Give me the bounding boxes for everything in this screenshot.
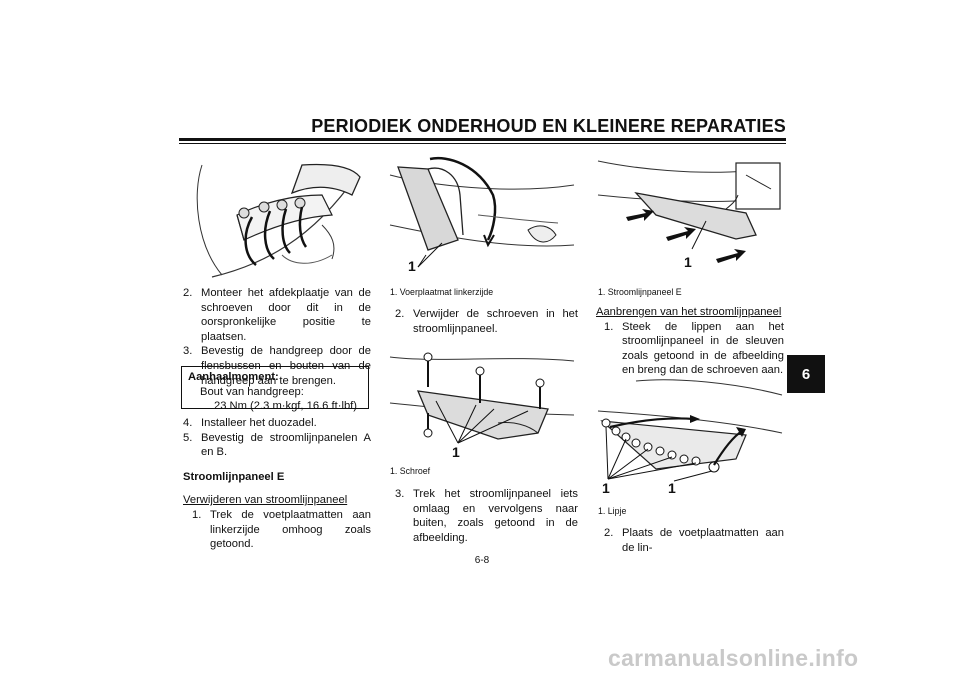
- col3-caption-1: 1. Stroomlijnpaneel E: [598, 287, 682, 297]
- step-number: 3.: [395, 488, 405, 500]
- cowling-e-drawing: 1: [597, 160, 781, 270]
- step-number: 1.: [604, 320, 614, 333]
- title-rule-thin: [179, 143, 786, 144]
- column-1-upper: 2. Monteer het afdekplaatje van de schro…: [183, 286, 371, 388]
- spec-title: Aanhaalmoment:: [188, 371, 279, 383]
- step-text: Installeer het duozadel.: [201, 417, 317, 429]
- handgrip-drawing: [196, 163, 361, 278]
- step-number: 2.: [183, 287, 193, 299]
- col2-step-3: 3. Trek het stroomlijnpaneel iets omlaag…: [395, 487, 578, 545]
- spec-line-1: Bout van handgreep:: [200, 385, 304, 398]
- col1-step-1: 1. Trek de voetplaatmatten aan linkerzij…: [192, 508, 371, 552]
- step-text: Trek de voetplaatmatten aan linkerzijde …: [210, 508, 371, 551]
- column-2-step-3: 3. Trek het stroomlijnpaneel iets omlaag…: [395, 487, 578, 545]
- spec-line-2: 23 Nm (2.3 m·kgf, 16.6 ft·lbf): [214, 400, 357, 413]
- step-text: Trek het stroomlijnpaneel iets omlaag en…: [413, 488, 578, 544]
- floor-mat-illustration: 1: [388, 155, 576, 283]
- step-text: Bevestig de stroomlijnpanelen A en B.: [201, 431, 371, 459]
- col1-step-5: 5. Bevestig de stroomlijnpanelen A en B.: [183, 431, 371, 460]
- subheading-install: Aanbrengen van het stroomlijnpaneel: [596, 306, 782, 318]
- callout-label: 1: [602, 480, 610, 496]
- column-3-install: Aanbrengen van het stroomlijnpaneel 1. S…: [596, 305, 784, 378]
- step-text: Plaats de voetplaatmatten aan de lin-: [622, 527, 784, 554]
- column-3-step-2: 2. Plaats de voetplaatmatten aan de lin-: [604, 526, 784, 555]
- torque-spec-box: Aanhaalmoment: Bout van handgreep: 23 Nm…: [181, 366, 369, 412]
- col1-step-3: 3. Bevestig de handgreep door de flensbu…: [183, 344, 371, 388]
- column-1-lower: 4. Installeer het duozadel. 5. Bevestig …: [183, 416, 371, 552]
- col2-step-2: 2. Verwijder de schroeven in het strooml…: [395, 307, 578, 336]
- watermark: carmanualsonline.info: [608, 645, 859, 671]
- step-text: Bevestig de handgreep door de flensbusse…: [201, 345, 371, 387]
- column-2-step-2: 2. Verwijder de schroeven in het strooml…: [395, 307, 578, 336]
- page-number: 6-8: [474, 555, 490, 566]
- callout-label: 1: [684, 254, 692, 270]
- step-number: 2.: [395, 308, 405, 320]
- subheading-remove: Verwijderen van stroomlijnpaneel: [183, 494, 348, 507]
- col2-caption-1: 1. Voerplaatmat linkerzijde: [390, 287, 494, 297]
- callout-label: 1: [668, 480, 676, 496]
- callout-label: 1: [408, 258, 416, 274]
- col1-step-2: 2. Monteer het afdekplaatje van de schro…: [183, 286, 371, 344]
- step-text: Steek de lippen aan het stroomlijnpaneel…: [622, 320, 784, 377]
- callout-label: 1: [452, 444, 460, 460]
- col3-caption-2: 1. Lipje: [598, 506, 627, 516]
- tabs-illustration: 1 1: [596, 375, 784, 497]
- screws-drawing: 1: [389, 352, 575, 460]
- floor-mat-drawing: 1: [389, 156, 575, 274]
- cowling-e-illustration: 1: [596, 155, 784, 283]
- handgrip-illustration: [182, 155, 372, 283]
- chapter-tab[interactable]: 6: [787, 355, 825, 393]
- section-heading: Stroomlijnpaneel E: [183, 470, 285, 483]
- screws-illustration: 1: [388, 343, 576, 461]
- step-text: Verwijder de schroeven in het stroomlijn…: [413, 308, 578, 335]
- step-text: Monteer het afdekplaatje van de schroeve…: [201, 287, 371, 343]
- title-rule: [179, 138, 786, 141]
- step-number: 5.: [183, 431, 193, 444]
- col2-caption-2: 1. Schroef: [390, 466, 431, 476]
- col1-step-4: 4. Installeer het duozadel.: [183, 416, 371, 431]
- step-number: 3.: [183, 345, 193, 358]
- page-title: PERIODIEK ONDERHOUD EN KLEINERE REPARATI…: [311, 116, 786, 136]
- col3-step-2: 2. Plaats de voetplaatmatten aan de lin-: [604, 526, 784, 555]
- step-number: 2.: [604, 527, 614, 539]
- col3-step-1: 1. Steek de lippen aan het stroomlijnpan…: [604, 320, 784, 378]
- tabs-drawing: 1 1: [597, 379, 783, 496]
- step-number: 1.: [192, 508, 202, 521]
- step-number: 4.: [183, 417, 193, 429]
